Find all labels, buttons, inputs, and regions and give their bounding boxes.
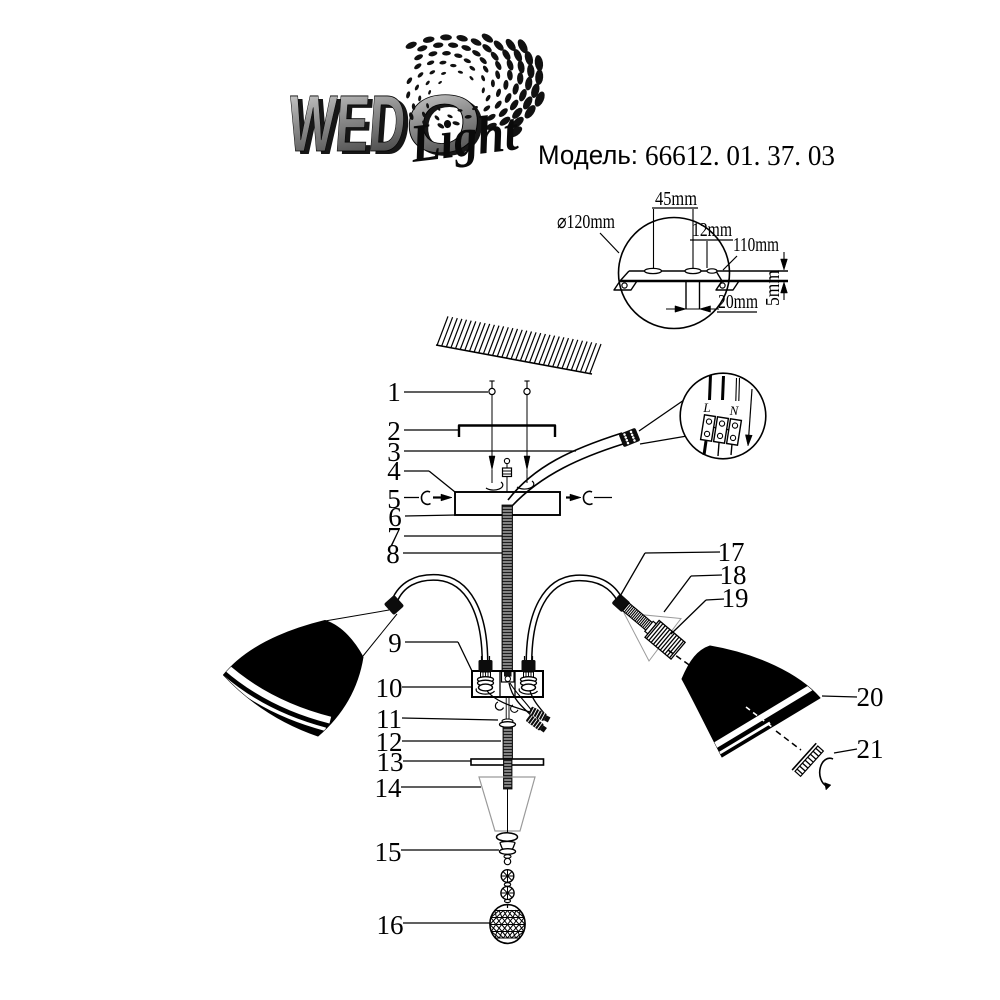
svg-text:1: 1: [387, 377, 401, 407]
svg-text:11: 11: [376, 704, 402, 734]
svg-text:Light: Light: [406, 101, 522, 174]
svg-text:14: 14: [375, 773, 403, 803]
svg-text:10: 10: [376, 673, 403, 703]
svg-text:20: 20: [857, 682, 884, 712]
svg-text:45mm: 45mm: [655, 188, 697, 210]
svg-text:16: 16: [377, 910, 404, 940]
svg-text:18: 18: [720, 560, 747, 590]
svg-text:12: 12: [376, 727, 403, 757]
svg-text:17: 17: [718, 537, 745, 567]
svg-text:19: 19: [722, 583, 749, 613]
svg-text:WED: WED: [290, 81, 413, 171]
svg-text:8: 8: [386, 539, 400, 569]
svg-text:20mm: 20mm: [718, 291, 758, 313]
svg-text:3: 3: [387, 437, 401, 467]
svg-text:12mm: 12mm: [692, 219, 732, 241]
svg-text:21: 21: [857, 734, 884, 764]
svg-text:5mm: 5mm: [762, 270, 784, 306]
svg-text:7: 7: [387, 522, 401, 552]
svg-text:WED: WED: [285, 78, 408, 168]
svg-text:13: 13: [377, 747, 404, 777]
svg-text:L: L: [702, 400, 710, 415]
svg-text:N: N: [729, 403, 740, 418]
svg-text:6: 6: [388, 502, 402, 532]
svg-text:110mm: 110mm: [733, 234, 779, 256]
svg-text:66612. 01. 37. 03: 66612. 01. 37. 03: [645, 140, 835, 172]
svg-text:⌀120mm: ⌀120mm: [557, 211, 615, 233]
svg-text:2: 2: [387, 416, 401, 446]
svg-text:Модель:: Модель:: [538, 140, 638, 170]
svg-text:5: 5: [387, 484, 401, 514]
svg-text:9: 9: [388, 628, 402, 658]
svg-text:4: 4: [387, 456, 401, 486]
svg-text:15: 15: [375, 837, 402, 867]
svg-text:O: O: [402, 79, 484, 170]
